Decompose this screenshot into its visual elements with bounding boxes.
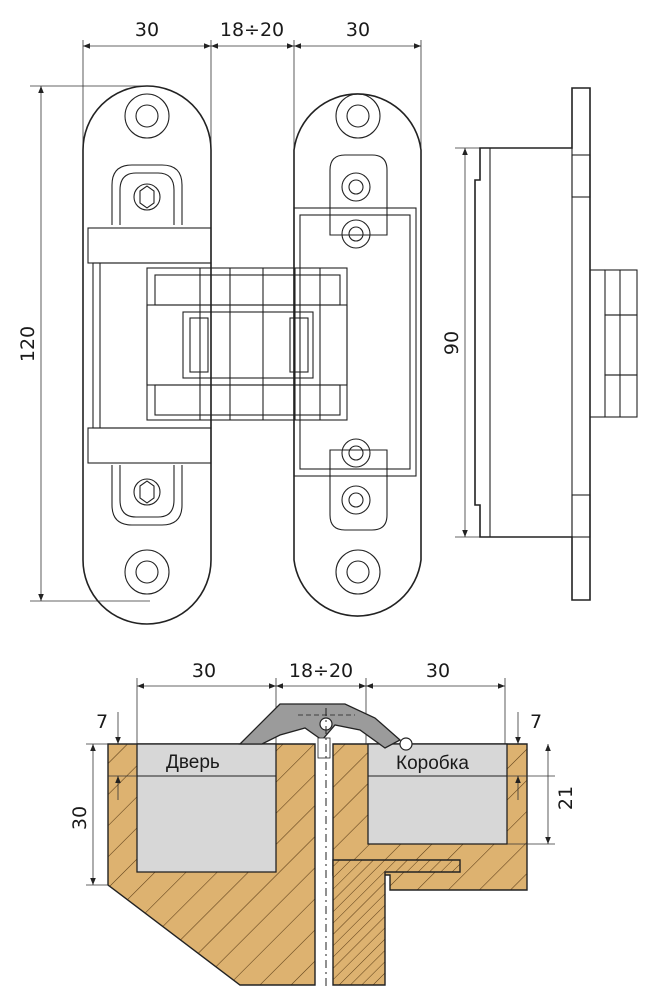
label-frame: Коробка (396, 753, 469, 774)
installation-section: 30 18÷20 30 Дверь Коробка 30 7 (69, 660, 577, 990)
dim-width-left: 30 (135, 19, 159, 41)
dim-door-thickness: 30 (69, 806, 91, 830)
dim-frame-width: 30 (426, 660, 450, 682)
dim-frame-offset: 7 (530, 711, 542, 733)
dim-frame-depth: 21 (555, 786, 577, 810)
dim-door-width: 30 (192, 660, 216, 682)
dim-width-right: 30 (346, 19, 370, 41)
dim-gap: 18÷20 (220, 19, 284, 41)
dim-side-height: 90 (441, 331, 463, 355)
jamb-profile (332, 859, 461, 986)
dim-section-gap: 18÷20 (289, 660, 353, 682)
door-pocket (136, 743, 277, 873)
label-door: Дверь (166, 752, 220, 773)
dim-door-offset: 7 (96, 711, 108, 733)
frame-pocket (367, 743, 508, 845)
dim-height: 120 (17, 326, 39, 362)
hinge-front-view: 30 18÷20 30 120 (17, 19, 422, 625)
hinge-side-view: 90 (441, 87, 638, 601)
